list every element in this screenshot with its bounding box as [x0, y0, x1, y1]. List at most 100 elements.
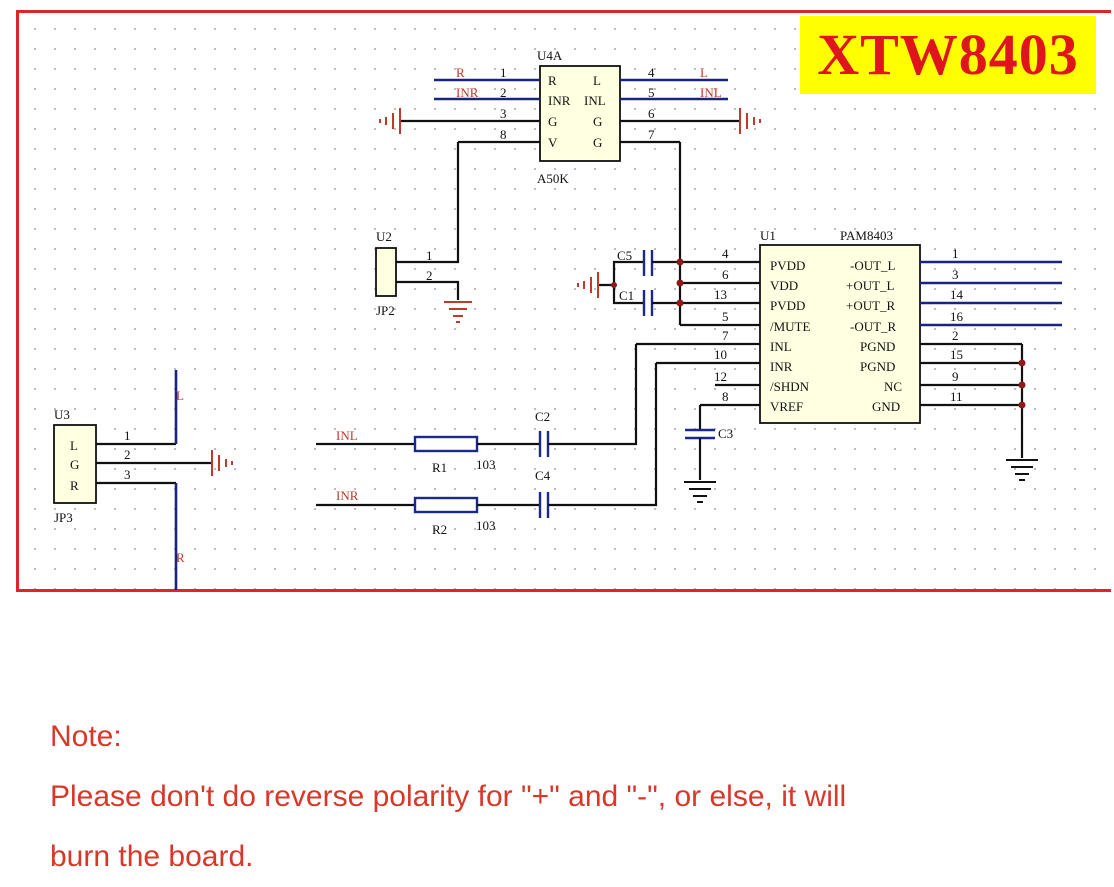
u4a-component: U4A A50K R INR L INL 1 2 3 8 4 5 6 7 R I…	[400, 48, 740, 186]
u2-label: JP2	[376, 303, 395, 318]
ground-icon	[739, 108, 761, 134]
u4a-pin-6: 6	[648, 106, 655, 121]
u1-pin-num: 1	[952, 246, 959, 261]
capacitor-c3: C3	[685, 405, 733, 480]
u1-pin-num: 15	[950, 347, 963, 362]
r2-value: 103	[476, 518, 496, 533]
ground-icon	[379, 108, 401, 134]
ground-icon	[684, 481, 716, 503]
u3-pin-2: 2	[124, 447, 131, 462]
u4a-pinname-r: R	[548, 73, 557, 88]
u1-pin-name: INL	[770, 339, 792, 354]
u2-pin-2: 2	[426, 268, 433, 283]
u1-pin-name: NC	[884, 379, 902, 394]
u2-ref: U2	[376, 229, 392, 244]
u1-pin-num: 6	[722, 267, 729, 282]
u1-pin-num: 7	[722, 328, 729, 343]
u4a-net-r: R	[456, 65, 465, 80]
u3-pin-1: 1	[124, 428, 131, 443]
note-line-2: burn the board.	[50, 840, 254, 873]
c2-label: C2	[535, 409, 550, 424]
net-inr-label: INR	[336, 488, 359, 503]
u1-pin-name: -OUT_R	[850, 319, 897, 334]
u4a-ref: U4A	[537, 48, 563, 63]
u1-pin-num: 12	[714, 369, 727, 384]
u1-pin-name: GND	[872, 399, 900, 414]
u1-pin-name: /SHDN	[770, 379, 810, 394]
u4a-pinname-g3: G	[593, 135, 602, 150]
r2-ref: R2	[432, 522, 447, 537]
u4a-pin-1: 1	[500, 65, 507, 80]
u4a-net-inl: INL	[700, 85, 722, 100]
u1-pin-num: 9	[952, 369, 959, 384]
u1-ref: U1	[760, 228, 776, 243]
u2-pin-1: 1	[426, 248, 433, 263]
u4a-pinname-l: L	[593, 73, 601, 88]
u1-pin-name: +OUT_R	[846, 298, 896, 313]
u4a-pinname-g2: G	[593, 114, 602, 129]
net-l-label: L	[176, 388, 184, 403]
u4a-pinname-inr: INR	[548, 93, 571, 108]
u4a-pinname-inl: INL	[584, 93, 606, 108]
u1-pin-num: 13	[714, 287, 727, 302]
u1-pin-num: 2	[952, 328, 959, 343]
u1-amplifier: U1 PAM8403 4 6 13 5 7 10	[611, 228, 1062, 458]
u3-connector: U3 L G R JP3 1 2 3 L R	[53, 370, 212, 590]
note-line-1: Please don't do reverse polarity for "+"…	[50, 780, 847, 813]
u4a-pin-7: 7	[648, 127, 655, 142]
u1-pin-name: /MUTE	[770, 319, 811, 334]
u3-pin-3: 3	[124, 467, 131, 482]
u4a-pin-2: 2	[500, 85, 507, 100]
u1-pin-num: 10	[714, 347, 727, 362]
u4a-part: A50K	[537, 171, 569, 186]
u1-pin-num: 11	[950, 389, 963, 404]
u3-label: JP3	[54, 510, 73, 525]
net-inl-label: INL	[336, 428, 358, 443]
u4a-pin-5: 5	[648, 85, 655, 100]
u3-pinname-g: G	[70, 457, 79, 472]
r2-resistor	[413, 496, 479, 514]
c3-label: C3	[718, 426, 733, 441]
c4-label: C4	[535, 468, 551, 483]
capacitors-c5-c1: C5 C1	[598, 248, 680, 316]
u4a-pinname-g1: G	[548, 114, 557, 129]
schematic-diagram: U4A A50K R INR L INL 1 2 3 8 4 5 6 7 R I…	[53, 48, 1062, 590]
u1-pin-num: 3	[952, 267, 959, 282]
ground-icon	[577, 272, 599, 298]
title-badge: XTW8403	[800, 16, 1096, 94]
u2-body	[375, 247, 397, 297]
u3-pinname-r: R	[70, 478, 79, 493]
u1-pin-name: VDD	[770, 278, 798, 293]
ground-icon	[211, 450, 233, 476]
c5-label: C5	[617, 248, 632, 263]
u1-pin-num: 5	[722, 309, 729, 324]
u1-part: PAM8403	[840, 228, 893, 243]
u1-pin-num: 4	[722, 246, 729, 261]
u4a-net-l: L	[700, 65, 708, 80]
u4a-body	[539, 65, 621, 162]
u4a-pinname-v: V	[548, 135, 558, 150]
r1-ref: R1	[432, 460, 447, 475]
u1-pin-name: PGND	[860, 359, 895, 374]
ground-icon	[444, 301, 472, 323]
u4a-pin-8: 8	[500, 127, 507, 142]
net-r-label: R	[176, 550, 185, 565]
u4a-pin-4: 4	[648, 65, 655, 80]
r1-resistor	[413, 435, 479, 453]
u1-pin-num: 16	[950, 309, 964, 324]
ground-icon	[1006, 459, 1038, 481]
u1-body	[759, 244, 921, 424]
u1-pin-name: PGND	[860, 339, 895, 354]
u1-pin-name: PVDD	[770, 298, 805, 313]
u1-pin-name: +OUT_L	[846, 278, 895, 293]
u1-pin-num: 14	[950, 287, 964, 302]
r1-value: 103	[476, 457, 496, 472]
u1-pin-num: 8	[722, 389, 729, 404]
input-network: INL R1 103 C2 INR R2 103 C4	[316, 344, 658, 537]
u1-pin-name: INR	[770, 359, 793, 374]
u4a-net-inr: INR	[456, 85, 479, 100]
u4a-pin-3: 3	[500, 106, 507, 121]
u3-pinname-l: L	[70, 438, 78, 453]
u3-body	[53, 424, 97, 504]
u1-pin-name: PVDD	[770, 258, 805, 273]
